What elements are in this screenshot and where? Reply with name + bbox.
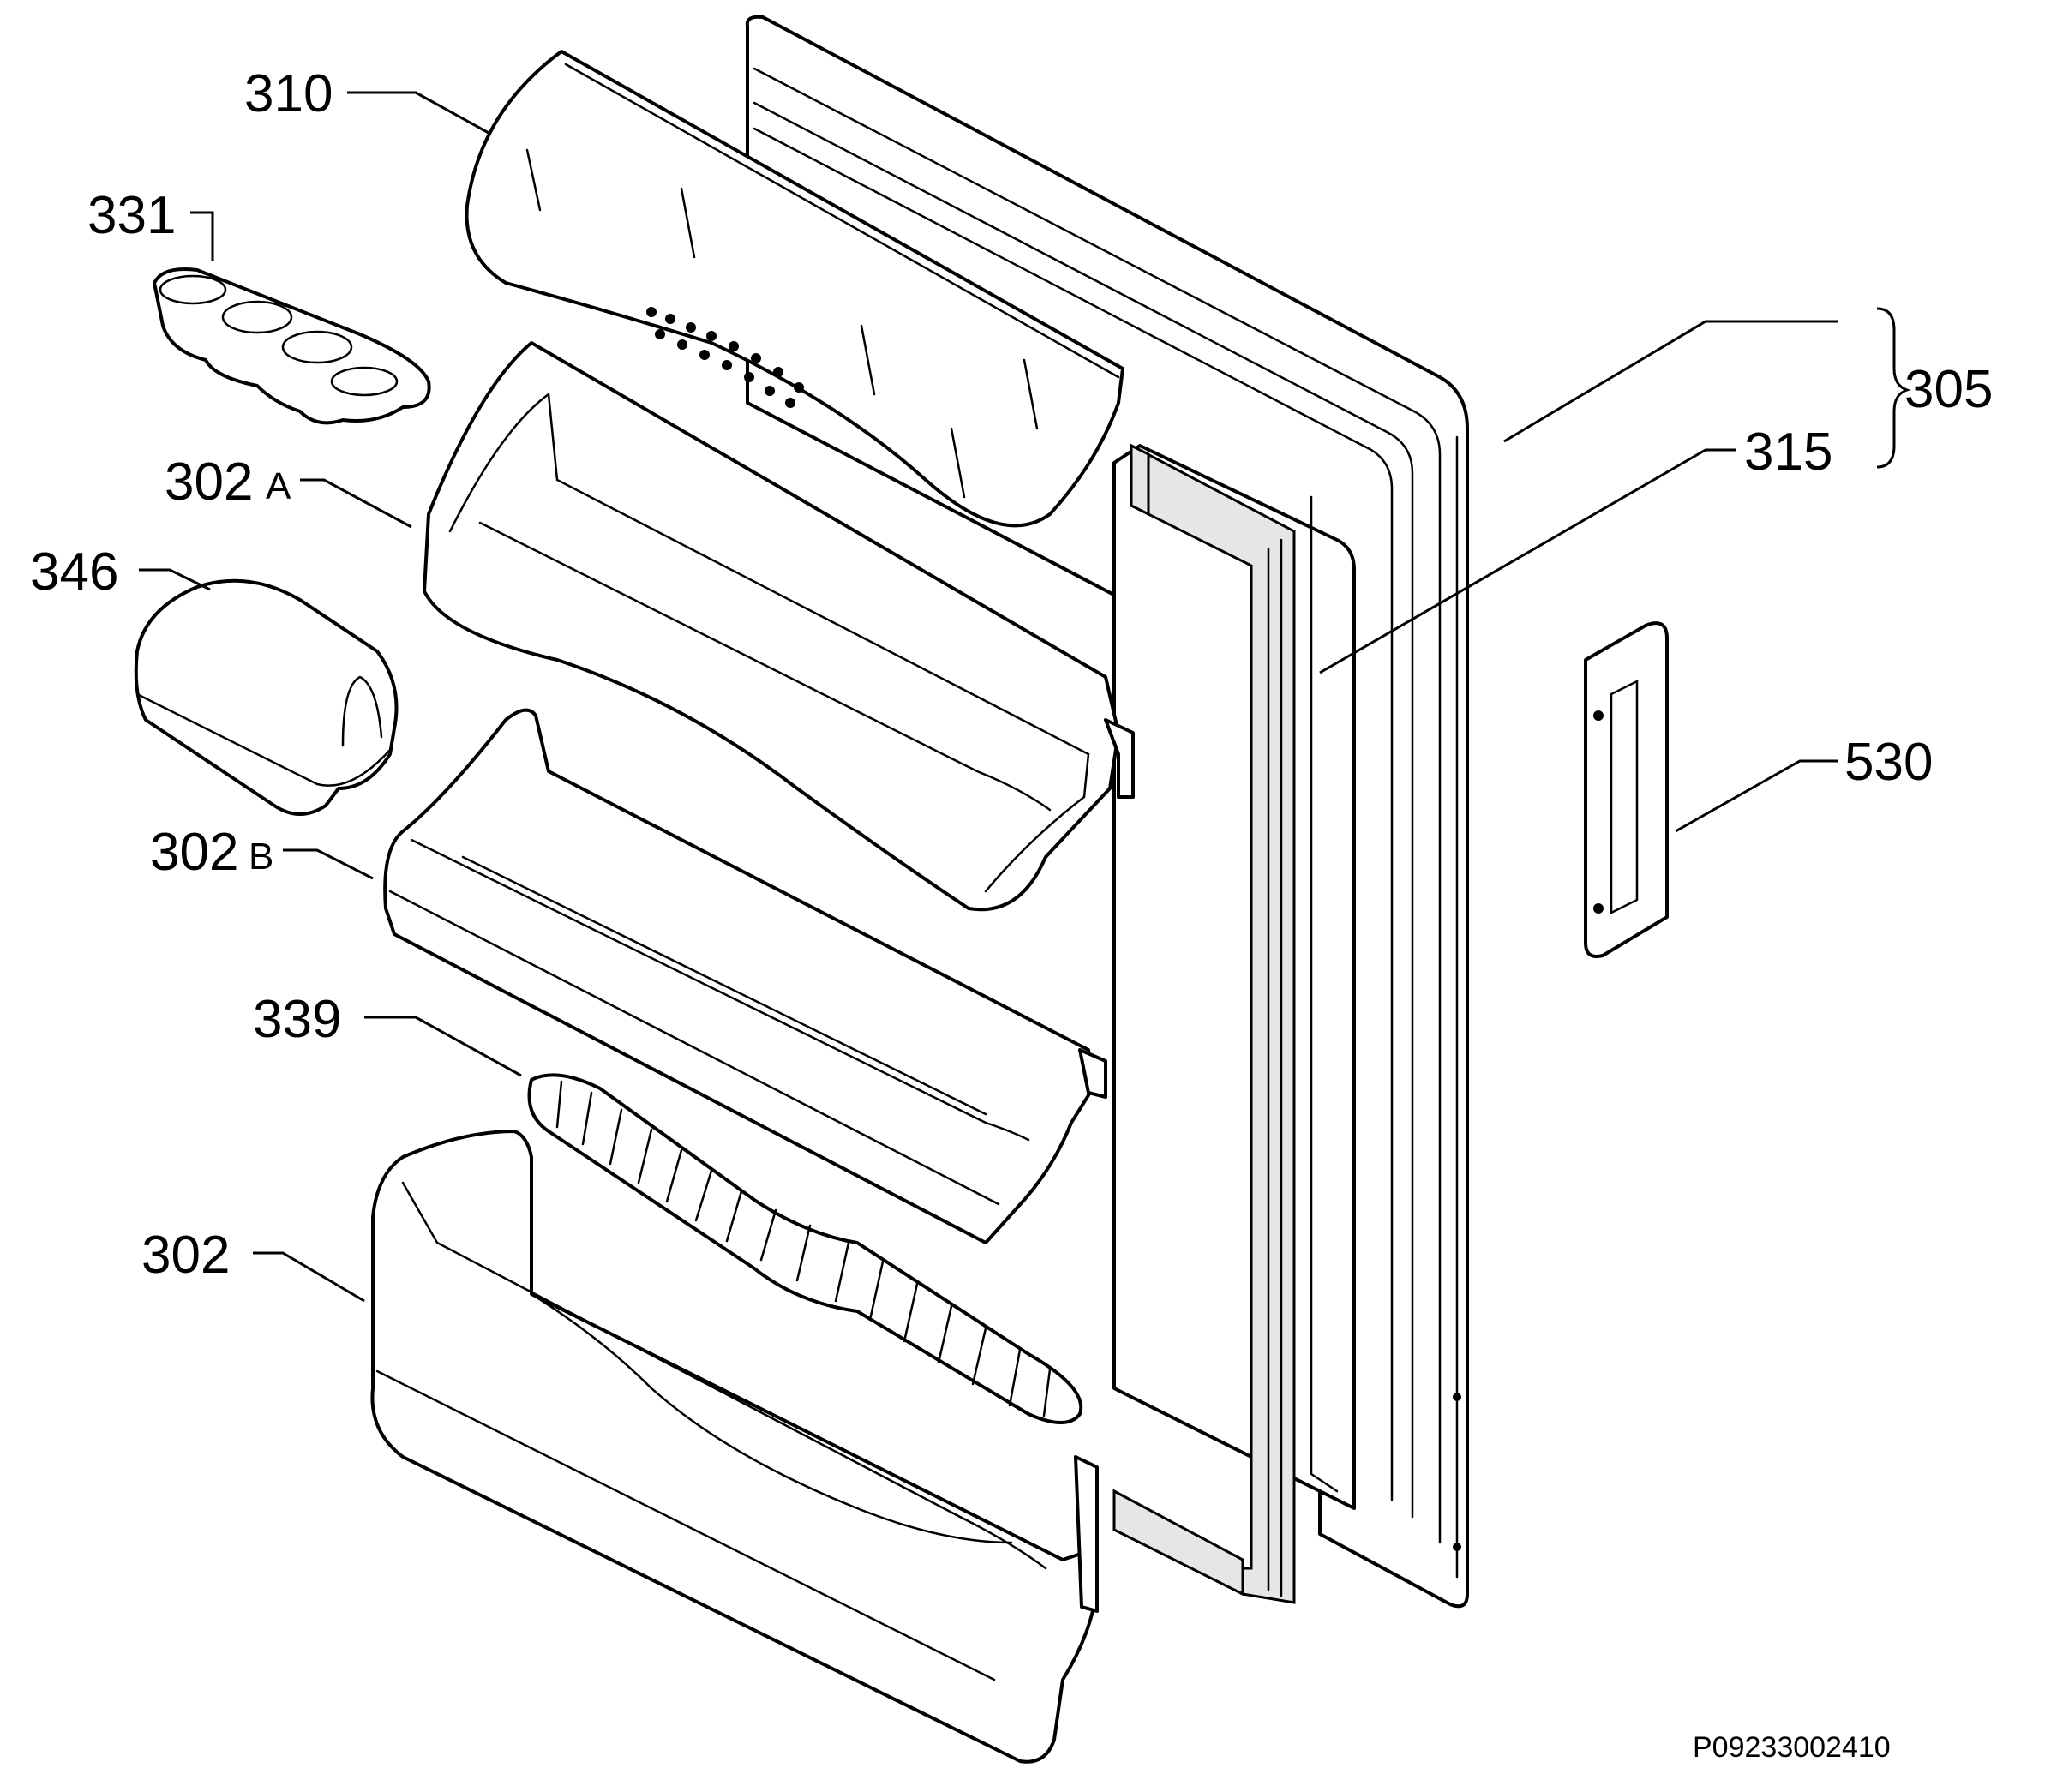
gasket-bottom [1112, 1489, 1244, 1597]
shelf-302a-floor [478, 521, 1052, 812]
bottle-holder-ribs [555, 1080, 1052, 1417]
shelf-302-lip [375, 1369, 996, 1681]
shine-mark [860, 324, 876, 396]
shelf-302a-inner [448, 392, 1090, 893]
leader-lines [139, 91, 1911, 1303]
callout-302b: 302 [150, 823, 238, 882]
callout-346: 346 [30, 542, 118, 602]
butter-box-lid-edge [135, 692, 392, 787]
egg-cup [159, 274, 227, 305]
door-inner-liner [1112, 444, 1356, 1510]
shelf-302b-clip [1078, 1048, 1107, 1099]
top-cover-body [465, 50, 1124, 528]
leader-315 [1319, 448, 1736, 674]
door-inner-rim-2 [753, 101, 1414, 1519]
shelf-302-floor [530, 1292, 1013, 1544]
callout-302: 302 [141, 1226, 230, 1285]
shine-mark [680, 187, 696, 259]
leader-310 [347, 91, 489, 135]
liner-step [1310, 495, 1339, 1493]
shine-mark [1023, 358, 1039, 430]
shelf-302-inner [401, 1181, 1047, 1570]
egg-tray-body [153, 267, 431, 425]
handle-screw-hole [1593, 903, 1604, 914]
door-shelf-middle [383, 708, 1107, 1244]
handle-plate [1584, 621, 1669, 958]
leader-302b [283, 848, 374, 880]
shelf-302b-inner [410, 838, 1030, 1142]
leader-346 [139, 568, 211, 591]
callout-331: 331 [87, 186, 176, 245]
shine-mark [950, 427, 966, 499]
shelf-302b-lip [388, 890, 1000, 1206]
callout-310: 310 [244, 64, 333, 123]
egg-tray [153, 267, 431, 425]
door-screw-hole [1453, 1543, 1461, 1551]
leader-339 [364, 1016, 522, 1077]
egg-cup [330, 366, 399, 397]
callout-302a: 302 [165, 452, 253, 512]
door-shelf-upper [423, 341, 1135, 912]
shelf-302b-floor [461, 855, 987, 1116]
callout-315: 315 [1744, 423, 1832, 482]
vent-holes [646, 307, 804, 408]
callout-labels: 310 331 302 A 346 302 B 339 302 305 315 … [30, 64, 1993, 1285]
callout-339: 339 [253, 990, 341, 1049]
butter-box-notch [341, 675, 383, 747]
leader-530 [1675, 759, 1838, 833]
door-shelf-lower [370, 1130, 1099, 1764]
shelf-302-clip [1074, 1455, 1099, 1613]
top-cover [465, 50, 1124, 528]
shelf-302b-body [383, 708, 1094, 1244]
shine-mark [525, 148, 542, 212]
brace-305 [1876, 307, 1911, 469]
callout-302b-suffix: B [249, 836, 273, 878]
drawing-code: P09233002410 [1693, 1731, 1891, 1764]
shelf-302a-clip [1104, 718, 1135, 799]
egg-cup [281, 330, 353, 364]
callout-302a-suffix: A [266, 465, 291, 507]
door-inner-rim-3 [753, 127, 1394, 1501]
callout-530: 530 [1844, 733, 1933, 792]
shelf-302a-body [423, 341, 1120, 912]
top-cover-rim [564, 63, 1120, 379]
egg-cup [221, 300, 293, 334]
butter-box-body [134, 578, 399, 816]
door-inner-rim [753, 67, 1442, 1544]
leader-302 [253, 1251, 365, 1303]
leader-305 [1503, 320, 1838, 443]
handle-plate-body [1584, 621, 1669, 958]
callout-305: 305 [1904, 360, 1993, 419]
door-screw-hole [1453, 1393, 1461, 1401]
gasket-top [1130, 443, 1150, 517]
handle-screw-hole [1593, 710, 1604, 721]
bottle-holder [527, 1073, 1083, 1424]
leader-302a [300, 478, 412, 529]
leader-331 [190, 211, 214, 261]
handle-plate-slot [1610, 679, 1639, 915]
butter-box [134, 578, 399, 816]
